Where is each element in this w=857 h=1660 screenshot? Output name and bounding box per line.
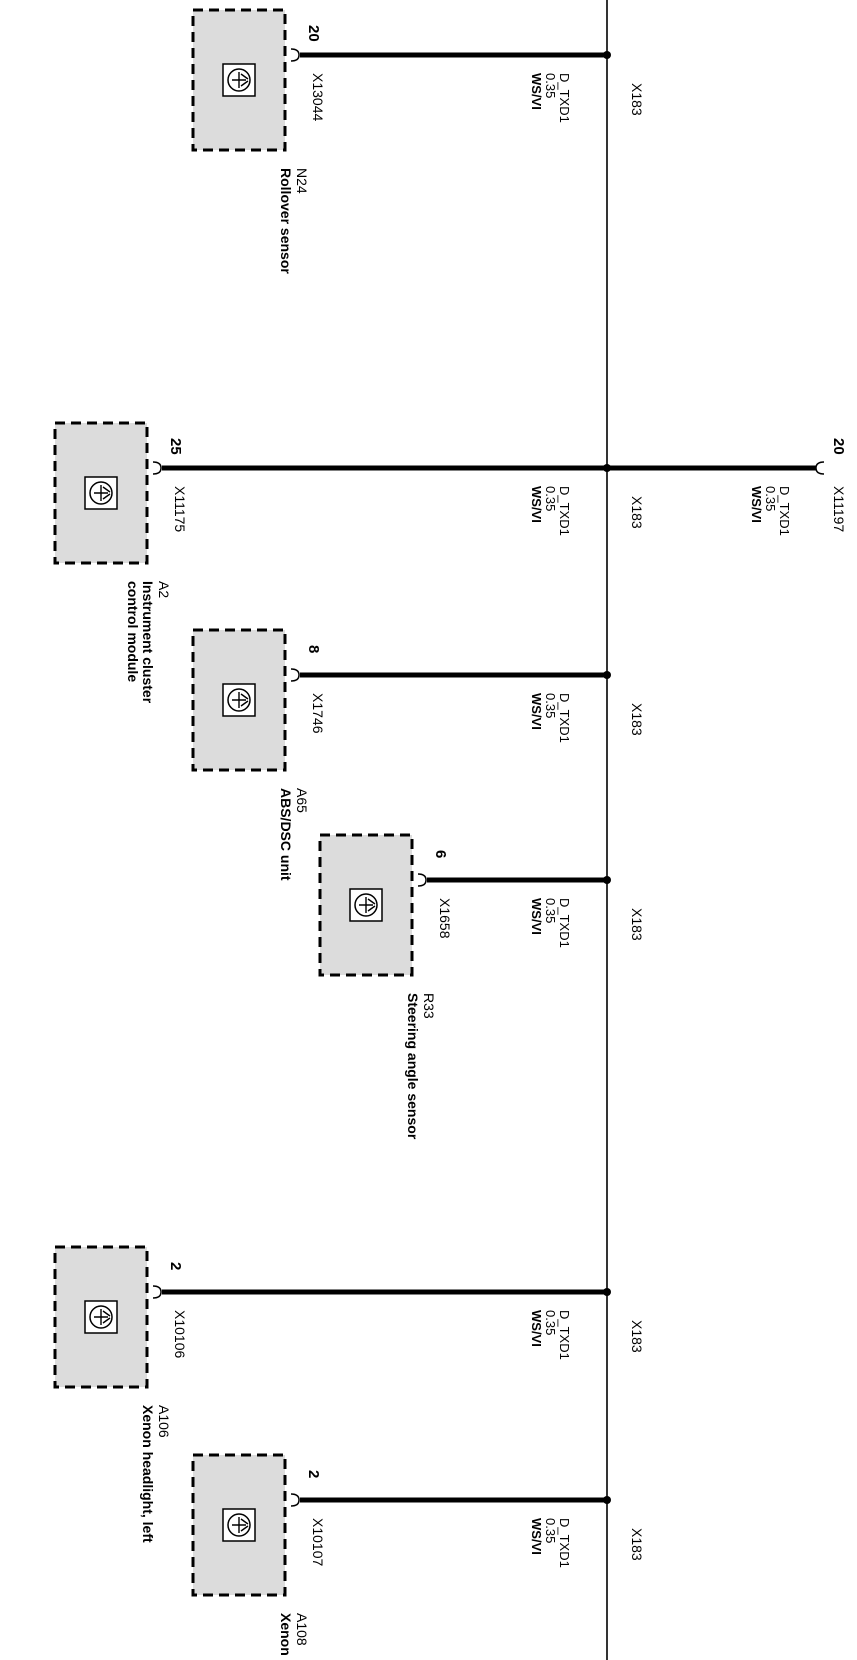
splice-dot [603, 671, 611, 679]
wire-size: 0.35 [763, 486, 778, 511]
module-code: A108 [294, 1613, 310, 1646]
wire-size: 0.35 [543, 898, 558, 923]
connector-label: X11175 [172, 486, 188, 532]
connector-label: X1746 [310, 693, 326, 734]
wire-signal: D_TXD1 [557, 898, 572, 948]
module-name-line: Instrument cluster [140, 581, 156, 704]
wire-size: 0.35 [543, 1518, 558, 1543]
module-code: R33 [421, 993, 437, 1019]
connector-label: X10107 [310, 1518, 326, 1566]
splice-dot [603, 1496, 611, 1504]
module-name: ABS/DSC unit [278, 788, 294, 881]
module-code: A2 [156, 581, 172, 598]
transistor-leads [232, 72, 249, 88]
pin-socket [417, 873, 427, 887]
wire-size: 0.35 [543, 486, 558, 511]
wire-size: 0.35 [543, 693, 558, 718]
wire-signal: D_TXD1 [557, 73, 572, 123]
module-code: A106 [156, 1405, 172, 1438]
transistor-leads [359, 897, 376, 913]
connector-label: X13044 [310, 73, 326, 121]
wire-size: 0.35 [543, 1310, 558, 1335]
bus-connector-label: X183 [629, 908, 645, 941]
pin-number: 8 [305, 645, 322, 653]
bus-connector-label: X183 [629, 83, 645, 116]
splice-dot [603, 51, 611, 59]
wire-signal: D_TXD1 [777, 486, 792, 536]
module-name: Steering angle sensor [405, 993, 421, 1140]
module-name: Rollover sensor [278, 168, 294, 274]
module-code: A65 [294, 788, 310, 813]
bus-connector-label: X183 [629, 1528, 645, 1561]
pin-number: 2 [305, 1470, 322, 1478]
pin-socket [152, 1285, 162, 1299]
connector-label: X10106 [172, 1310, 188, 1358]
module-name: Xenon headlight, left [140, 1405, 156, 1543]
connector-label: X11197 [831, 486, 847, 532]
pin-socket [290, 1493, 300, 1507]
transistor-icon [89, 481, 113, 505]
wire-signal: D_TXD1 [557, 1310, 572, 1360]
wire-color: WS/VI [529, 693, 544, 730]
connector-label: X1658 [437, 898, 453, 939]
bus-connector-label: X183 [629, 496, 645, 529]
module-name-line: control module [125, 581, 141, 682]
wire-color: WS/VI [529, 73, 544, 110]
splice-dot [603, 876, 611, 884]
pin-socket [152, 461, 162, 475]
wire-size: 0.35 [543, 73, 558, 98]
wire-color: WS/VI [529, 486, 544, 523]
transistor-leads [232, 692, 249, 708]
pin-number: 2 [167, 1262, 184, 1270]
wire-color: WS/VI [749, 486, 764, 523]
transistor-leads [94, 485, 111, 501]
transistor-icon [227, 68, 251, 92]
transistor-icon [89, 1305, 113, 1329]
pin-socket [815, 461, 825, 475]
wire-signal: D_TXD1 [557, 486, 572, 536]
bus-connector-label: X183 [629, 1320, 645, 1353]
transistor-icon [227, 1513, 251, 1537]
pin-number: 25 [167, 438, 184, 455]
pin-socket [290, 48, 300, 62]
wire-signal: D_TXD1 [557, 1518, 572, 1568]
transistor-leads [232, 1517, 249, 1533]
pin-number: 6 [432, 850, 449, 858]
pin-socket [290, 668, 300, 682]
pin-number: 20 [305, 25, 322, 42]
transistor-icon [227, 688, 251, 712]
module-code: N24 [294, 168, 310, 194]
transistor-icon [354, 893, 378, 917]
transistor-leads [94, 1309, 111, 1325]
bus-connector-label: X183 [629, 703, 645, 736]
wire-color: WS/VI [529, 1518, 544, 1555]
wire-color: WS/VI [529, 898, 544, 935]
module-name: Xenon [278, 1613, 294, 1656]
pin-number: 20 [830, 438, 847, 455]
wire-signal: D_TXD1 [557, 693, 572, 743]
splice-dot [603, 1288, 611, 1296]
wire-color: WS/VI [529, 1310, 544, 1347]
